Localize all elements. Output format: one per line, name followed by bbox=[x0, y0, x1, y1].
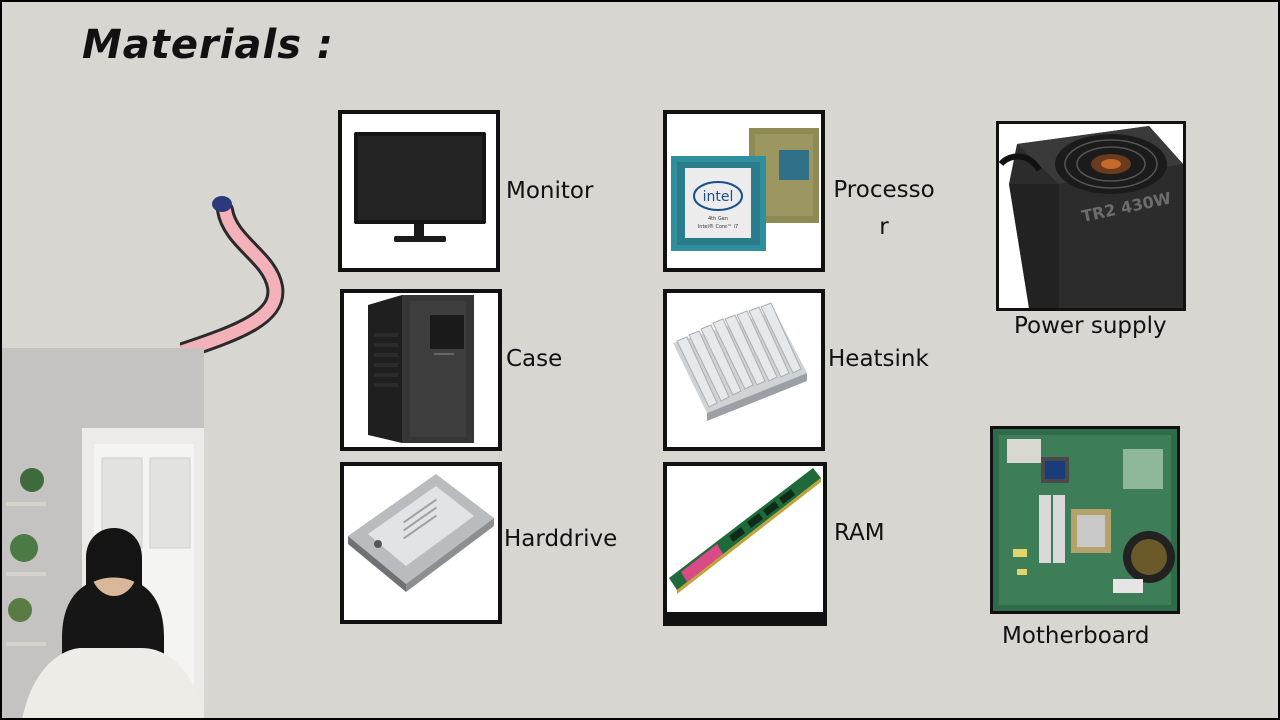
heatsink-label: Heatsink bbox=[828, 346, 929, 372]
processor-label: Processor bbox=[833, 177, 935, 240]
power-supply-label: Power supply bbox=[1014, 313, 1167, 339]
harddrive-label: Harddrive bbox=[504, 526, 618, 552]
heatsink-card bbox=[663, 289, 825, 451]
presenter-video-image bbox=[2, 348, 204, 718]
harddrive-card bbox=[340, 462, 502, 624]
power-supply-card: TR2 430W bbox=[996, 121, 1186, 311]
power-supply-icon: TR2 430W bbox=[999, 126, 1183, 308]
motherboard-label: Motherboard bbox=[1002, 623, 1150, 649]
worm-decoration-icon bbox=[180, 196, 285, 361]
monitor-icon bbox=[354, 132, 486, 242]
ram-icon bbox=[667, 468, 823, 622]
intel-logo-text: intel bbox=[703, 189, 734, 205]
ram-card bbox=[663, 462, 827, 626]
processor-icon: intel 4th Gen Intel® Core™ i7 bbox=[671, 128, 819, 251]
motherboard-icon bbox=[993, 429, 1177, 611]
case-card bbox=[340, 289, 502, 451]
svg-text:Intel® Core™ i7: Intel® Core™ i7 bbox=[698, 223, 738, 230]
pc-case-icon bbox=[368, 295, 474, 443]
svg-text:4th Gen: 4th Gen bbox=[708, 216, 728, 222]
harddrive-icon bbox=[348, 474, 494, 592]
monitor-label: Monitor bbox=[506, 178, 594, 204]
case-label: Case bbox=[506, 346, 563, 372]
slide-title: Materials : bbox=[82, 22, 334, 68]
monitor-card bbox=[338, 110, 500, 272]
presenter-webcam bbox=[2, 348, 204, 718]
processor-card: intel 4th Gen Intel® Core™ i7 bbox=[663, 110, 825, 272]
motherboard-card bbox=[990, 426, 1180, 614]
heatsink-icon bbox=[673, 302, 807, 421]
ram-label: RAM bbox=[834, 520, 885, 546]
